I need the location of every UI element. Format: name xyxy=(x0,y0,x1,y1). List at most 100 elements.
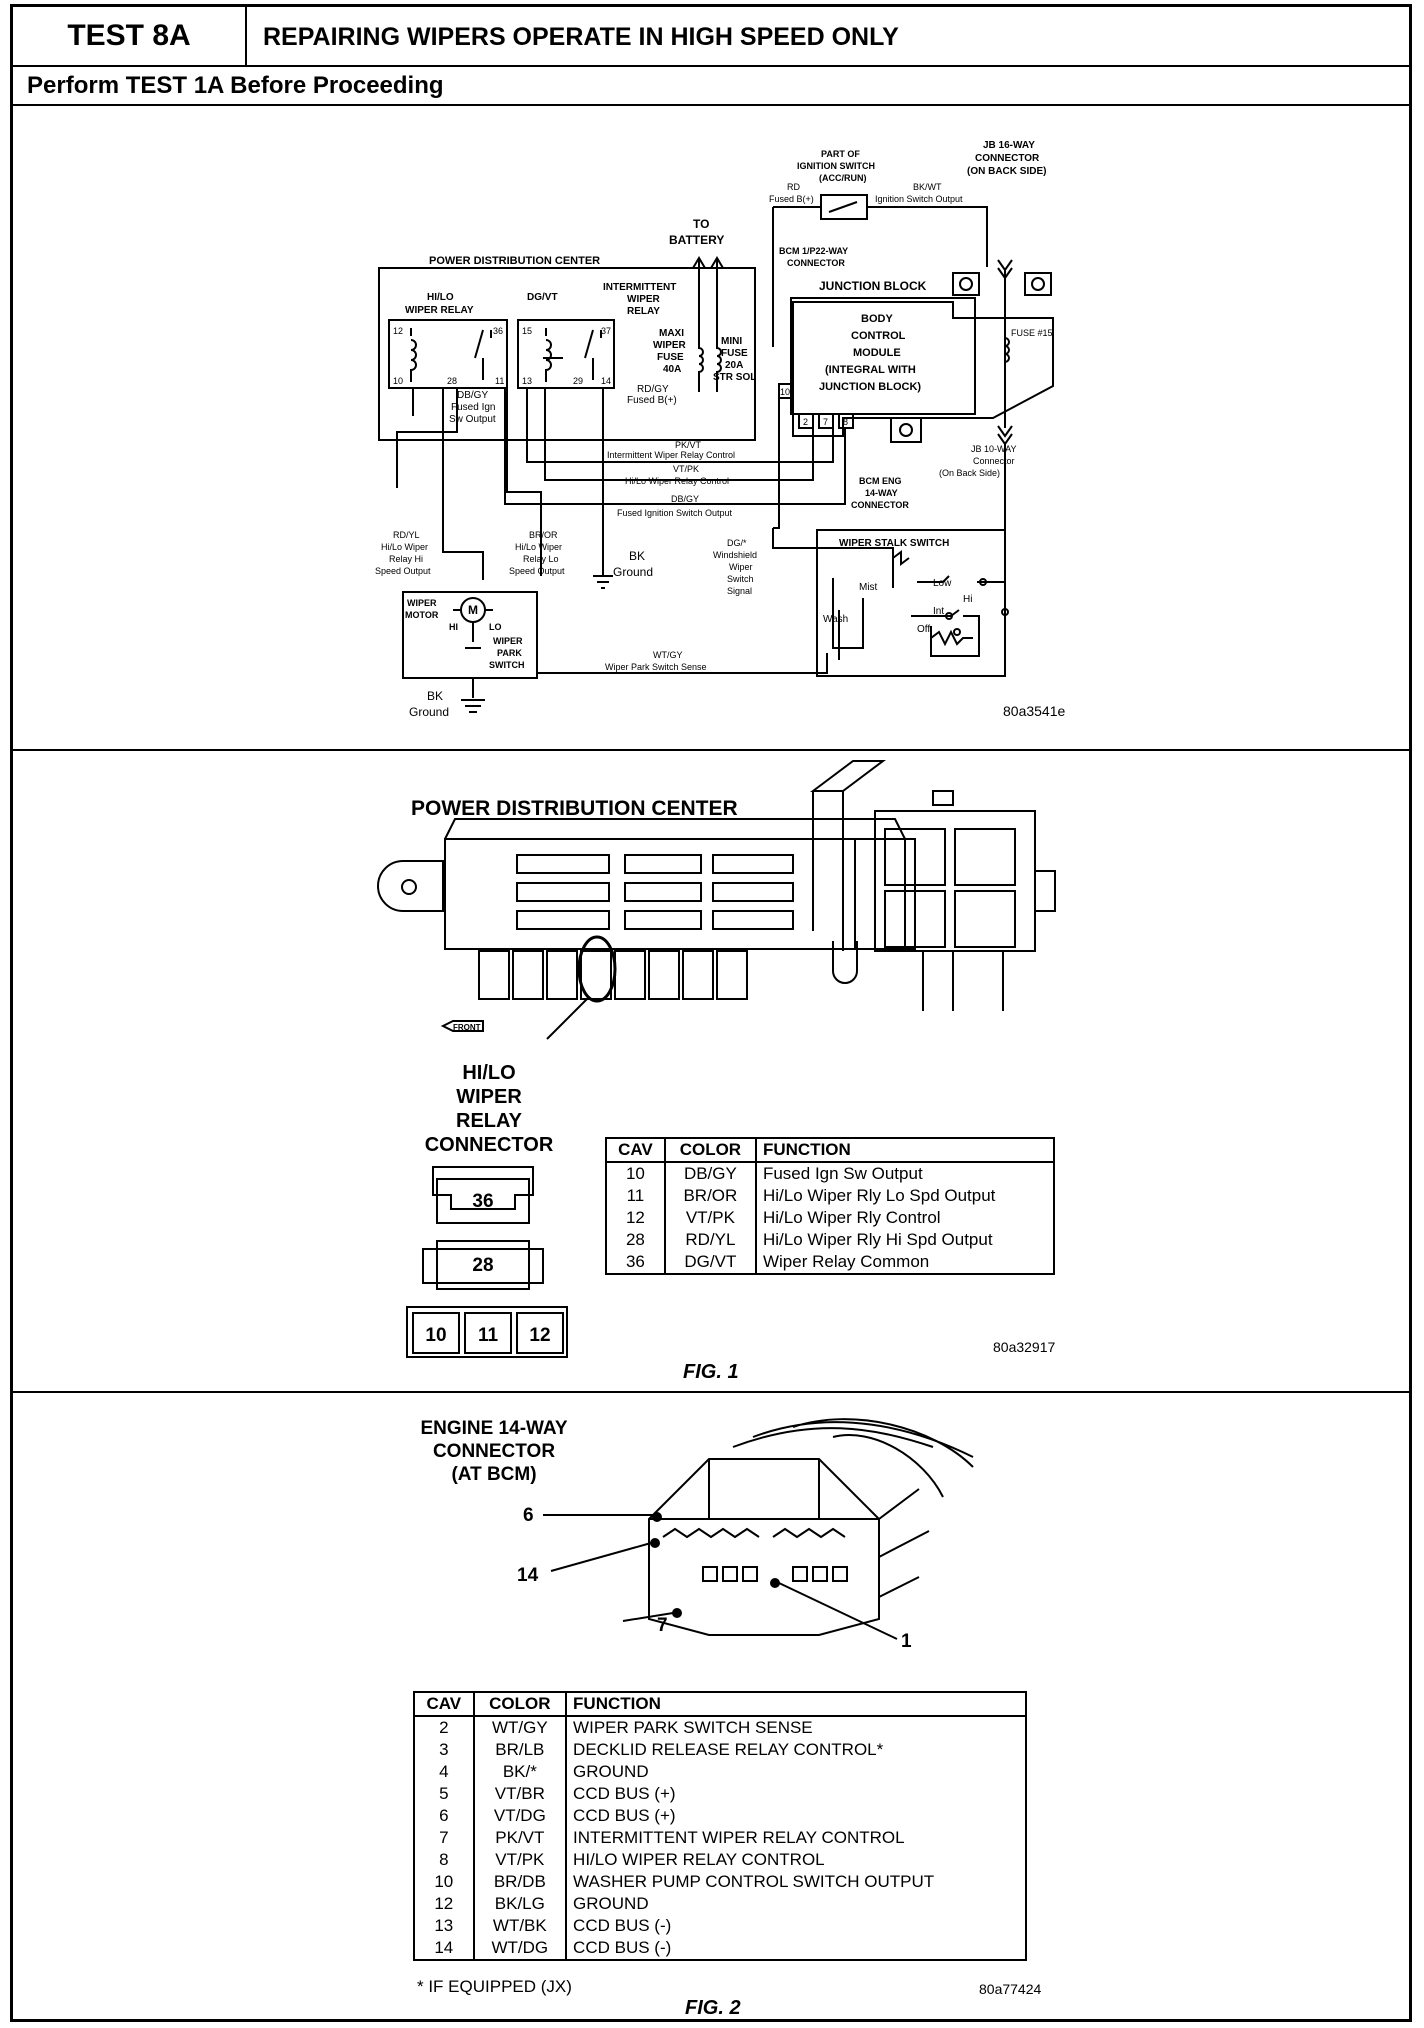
int-relay-label-1: INTERMITTENT xyxy=(603,282,676,293)
function-cell: WIPER PARK SWITCH SENSE xyxy=(565,1716,1026,1739)
cav-cell: 6 xyxy=(439,1806,449,1825)
color-cell: WT/BK xyxy=(472,1915,567,1937)
color-cell: BR/OR xyxy=(663,1185,756,1207)
bror-desc-2: Relay Lo xyxy=(523,554,559,564)
color-cell: DB/GY xyxy=(663,1162,756,1185)
bcm-label-4: (INTEGRAL WITH xyxy=(825,364,916,376)
function-cell: Hi/Lo Wiper Rly Lo Spd Output xyxy=(754,1185,1054,1207)
function-cell: GROUND xyxy=(565,1893,1026,1915)
engine-connector-illustration: 6 14 7 1 xyxy=(517,1418,974,1652)
bcm-label-1: BODY xyxy=(861,313,893,325)
cav-cell: 12 xyxy=(434,1894,454,1913)
int-relay-label-2: WIPER xyxy=(627,294,661,305)
color-cell: WT/DG xyxy=(472,1937,567,1960)
to-battery-label-1: TO xyxy=(693,217,709,231)
cav-cell: 3 xyxy=(439,1740,449,1759)
pin-13: 13 xyxy=(522,376,532,386)
rdyl-desc-1: Hi/Lo Wiper xyxy=(381,542,428,552)
hilo-relay-box xyxy=(388,319,508,389)
engine-connector-label-line-3: (AT BCM) xyxy=(451,1464,537,1485)
engine-connector-label-line-2: CONNECTOR xyxy=(432,1441,556,1462)
junction-block-label: JUNCTION BLOCK xyxy=(819,279,927,293)
jb10-label-1: JB 10-WAY xyxy=(971,444,1017,454)
pin-29: 29 xyxy=(573,376,583,386)
cav-cell: 10 xyxy=(434,1872,454,1891)
ign-output-label: Ignition Switch Output xyxy=(875,194,963,204)
bcm-eng-label-3: CONNECTOR xyxy=(851,500,909,510)
rdyl-desc-2: Relay Hi xyxy=(389,554,423,564)
fig1-caption: FIG. 1 xyxy=(683,1361,739,1383)
function-cell: CCD BUS (+) xyxy=(565,1783,1026,1805)
low-label: Low xyxy=(933,578,952,589)
pin-8: 8 xyxy=(843,417,848,427)
park-switch-label-2: PARK xyxy=(497,648,522,658)
front-label: FRONT xyxy=(453,1023,481,1032)
cav-cell: 4 xyxy=(439,1762,449,1781)
stalk-switch-label: WIPER STALK SWITCH xyxy=(839,538,949,549)
pdc-label: POWER DISTRIBUTION CENTER xyxy=(429,255,600,267)
callout-14: 14 xyxy=(517,1565,539,1586)
cav-cell: 2 xyxy=(439,1718,449,1737)
cav-cell: 8 xyxy=(439,1850,449,1869)
junction-block-outline xyxy=(792,301,1054,437)
callout-6: 6 xyxy=(523,1505,534,1526)
dbgy2-label: DB/GY xyxy=(671,494,699,504)
wiper-schematic: POWER DISTRIBUTION CENTER TO BATTERY HI/… xyxy=(375,140,1066,719)
color-cell: VT/PK xyxy=(663,1207,756,1229)
cav-cell: 5 xyxy=(439,1784,449,1803)
cavity-10: 10 xyxy=(425,1325,446,1346)
pdc-illustration: FRONT xyxy=(377,760,1056,1040)
panel-divider-1 xyxy=(13,749,1409,751)
hilo-connector-diagram: 36 28 10 11 12 xyxy=(406,1166,568,1358)
bcm-eng-label-1: BCM ENG xyxy=(859,476,902,486)
hilo-relay-label-1: HI/LO xyxy=(427,292,454,303)
color-header: COLOR xyxy=(472,1692,567,1717)
bk-label: BK xyxy=(629,549,645,563)
pin-10: 10 xyxy=(393,376,403,386)
motor-label-1: WIPER xyxy=(407,598,437,608)
int-relay-box xyxy=(517,319,615,389)
hi-label: Hi xyxy=(963,594,972,605)
color-cell: WT/GY xyxy=(472,1716,567,1739)
motor-hi-label: HI xyxy=(449,622,458,632)
pin-28: 28 xyxy=(447,376,457,386)
color-cell: BK/* xyxy=(472,1761,567,1783)
equipped-footnote: * IF EQUIPPED (JX) xyxy=(417,1977,572,1996)
ground2-label: Ground xyxy=(409,705,449,719)
panel-divider-2 xyxy=(13,1391,1409,1393)
pin-7: 7 xyxy=(823,417,828,427)
park-switch-label-1: WIPER xyxy=(493,636,523,646)
schematic-ref-code: 80a3541e xyxy=(1003,703,1066,719)
rd-label: RD xyxy=(787,182,800,192)
callout-7: 7 xyxy=(657,1615,668,1636)
pin-37: 37 xyxy=(601,326,611,336)
prerequisite-note: Perform TEST 1A Before Proceeding xyxy=(13,65,1409,106)
wiper-stalk-switch-box xyxy=(816,529,1006,677)
fused-b-label: Fused B(+) xyxy=(627,395,677,406)
dgvt-label: DG/VT xyxy=(527,292,558,303)
bror-label: BR/OR xyxy=(529,530,558,540)
function-cell: CCD BUS (-) xyxy=(565,1915,1026,1937)
engine-connector-label-line-1: ENGINE 14-WAY xyxy=(420,1418,568,1439)
callout-1: 1 xyxy=(901,1631,912,1652)
jb16-label-1: JB 16-WAY xyxy=(983,140,1035,151)
pkvt-desc: Intermittent Wiper Relay Control xyxy=(607,450,735,460)
rdyl-desc-3: Speed Output xyxy=(375,566,431,576)
to-battery-label-2: BATTERY xyxy=(669,233,724,247)
function-cell: Hi/Lo Wiper Rly Hi Spd Output xyxy=(754,1229,1054,1251)
function-header: FUNCTION xyxy=(565,1692,1026,1717)
motor-lo-label: LO xyxy=(489,622,502,632)
jb16-label-3: (ON BACK SIDE) xyxy=(967,166,1046,177)
maxi-label-1: MAXI xyxy=(659,328,684,339)
